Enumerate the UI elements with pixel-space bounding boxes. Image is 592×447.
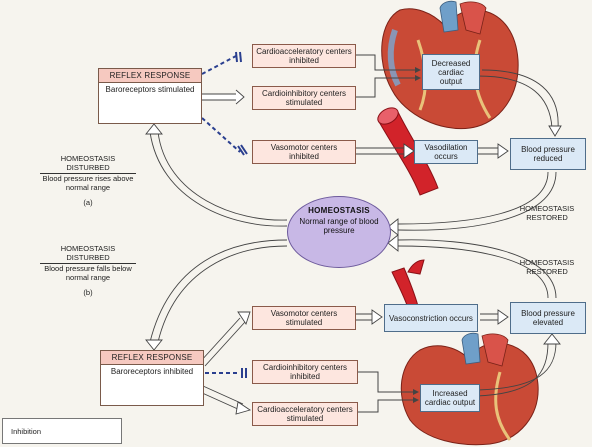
curve-homeo-to-reflex-bottom	[149, 239, 288, 343]
flow-arrows-top-outline	[202, 89, 245, 105]
legend-inhibition-label: Inhibition	[11, 427, 42, 436]
vasoconstriction-box: Vasoconstriction occurs	[384, 304, 478, 332]
inhibition-lines-bottom	[205, 368, 247, 378]
restored-bottom: HOMEOSTASIS RESTORED	[519, 258, 575, 276]
curve-head-bottom	[543, 333, 561, 345]
reflex-response-bottom: REFLEX RESPONSE Baroreceptors inhibited	[100, 350, 204, 406]
disturbed-top: HOMEOSTASIS DISTURBED Blood pressure ris…	[40, 154, 136, 207]
homeostasis-title: HOMEOSTASIS	[308, 206, 370, 215]
homeostasis-body: Normal range of blood pressure	[299, 217, 379, 235]
disturbed-top-title: HOMEOSTASIS DISTURBED	[40, 154, 136, 174]
cardioinhibitory-inhibited-box: Cardioinhibitory centers inhibited	[252, 360, 358, 384]
double-arrows-bottom	[356, 309, 509, 325]
double-arrows-top	[356, 143, 509, 159]
homeostasis-center: HOMEOSTASIS Normal range of blood pressu…	[287, 196, 391, 268]
reflex-response-top: REFLEX RESPONSE Baroreceptors stimulated	[98, 68, 202, 124]
increased-output-box: Increased cardiac output	[420, 384, 480, 412]
disturbed-bottom-body: Blood pressure falls below normal range	[44, 264, 132, 282]
vasodilation-box: Vasodilation occurs	[414, 140, 478, 164]
part-b-label: (b)	[83, 288, 93, 297]
vasomotor-inhibited-box: Vasomotor centers inhibited	[252, 140, 356, 164]
decreased-output-box: Decreased cardiac output	[422, 54, 480, 90]
double-arrows-bottom-left	[199, 311, 252, 415]
curve-homeo-to-reflex-top-inner	[157, 131, 288, 221]
curve-output-to-bp-bottom-inner	[475, 341, 549, 397]
cardioinhibitory-stimulated-box: Cardioinhibitory centers stimulated	[252, 86, 356, 110]
bp-reduced-box: Blood pressure reduced	[510, 138, 586, 170]
curve-bp-to-homeostasis-bottom	[397, 239, 557, 299]
curve-homeo-to-reflex-top	[149, 131, 288, 227]
inhibition-lines-top	[201, 51, 248, 156]
disturbed-bottom-title: HOMEOSTASIS DISTURBED	[40, 244, 136, 264]
cardioacceleratory-inhibited-box: Cardioacceleratory centers inhibited	[252, 44, 356, 68]
thin-arrows-bottom	[358, 371, 419, 413]
curve-head-homeo-top	[387, 218, 399, 236]
disturbed-bottom: HOMEOSTASIS DISTURBED Blood pressure fal…	[40, 244, 136, 297]
cardioacceleratory-stimulated-box: Cardioacceleratory centers stimulated	[252, 402, 358, 426]
reflex-response-top-body: Baroreceptors stimulated	[105, 85, 195, 94]
reflex-response-bottom-header: REFLEX RESPONSE	[101, 351, 203, 365]
part-a-label: (a)	[83, 198, 93, 207]
curve-head-top	[548, 125, 562, 137]
curve-output-to-bp-top	[481, 69, 559, 129]
curve-head-homeo-bottom	[387, 234, 399, 252]
legend: Inhibition	[2, 418, 122, 444]
curve-output-to-bp-top-inner	[477, 75, 553, 129]
reflex-response-top-header: REFLEX RESPONSE	[99, 69, 201, 83]
constricted-vessel-image	[391, 259, 425, 309]
reflex-response-bottom-body: Baroreceptors inhibited	[110, 367, 194, 376]
thin-arrows-top	[355, 54, 421, 98]
curve-output-to-bp-bottom	[477, 341, 557, 391]
restored-top: HOMEOSTASIS RESTORED	[519, 204, 575, 222]
curve-head-reflex-top	[145, 123, 163, 135]
curve-homeo-to-reflex-bottom-inner	[157, 245, 288, 343]
vasomotor-stimulated-box: Vasomotor centers stimulated	[252, 306, 356, 330]
disturbed-top-body: Blood pressure rises above normal range	[42, 174, 134, 192]
curve-bp-to-homeostasis-top	[397, 171, 557, 231]
curve-bp-to-homeostasis-top-inner	[397, 171, 549, 225]
curve-bp-to-homeostasis-bottom-inner	[397, 245, 549, 299]
curve-head-reflex-bottom	[145, 339, 163, 351]
bp-elevated-box: Blood pressure elevated	[510, 302, 586, 334]
